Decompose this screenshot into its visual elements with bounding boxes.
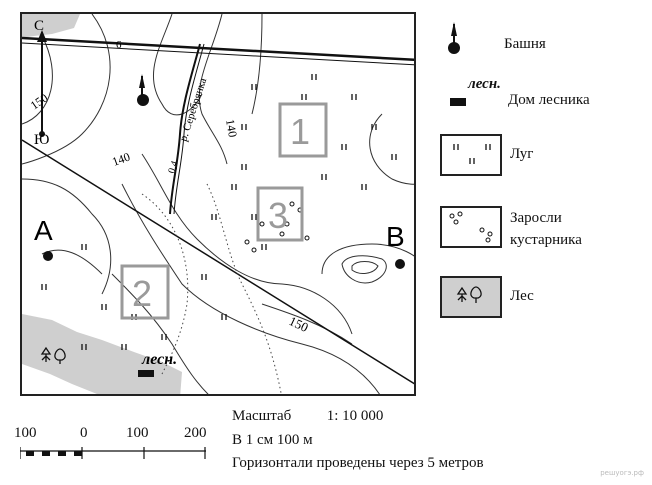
road — [22, 36, 414, 62]
topographic-map: С Ю 6 р. Серебрянка 0,4 150 140 140 150 … — [20, 12, 416, 396]
point-b-label: В — [386, 221, 405, 252]
scale-ratio: 1: 10 000 — [326, 408, 384, 424]
forest-symbol — [40, 346, 66, 364]
area-label-3: 3 — [268, 195, 288, 236]
compass — [37, 30, 47, 137]
point-a-label: А — [34, 215, 53, 246]
north-label: С — [34, 18, 44, 34]
scale-tick-100: 100 — [126, 425, 149, 441]
contour-label-150-top: 150 — [28, 91, 51, 113]
legend-tower-label: Башня — [504, 36, 546, 52]
tower-icon — [448, 22, 460, 54]
watermark: решуогэ.рф — [600, 469, 644, 477]
legend-forester-sample: лесн. — [468, 76, 501, 92]
legend-meadow-label: Луг — [510, 146, 534, 162]
scale-title-label: Масштаб — [232, 408, 292, 424]
scale-contour-text: Горизонтали проведены через 5 метров — [232, 455, 484, 471]
contour-label-150-bottom: 150 — [287, 313, 311, 335]
forest-patch-top-left — [22, 14, 80, 38]
point-b-marker — [395, 259, 405, 269]
straight-line — [22, 139, 414, 385]
contour-label-140-river: 140 — [223, 118, 240, 138]
contour-lines — [22, 14, 414, 394]
legend-forest-label: Лес — [510, 288, 534, 304]
area-box-1 — [278, 102, 328, 158]
legend-forester-label: Дом лесника — [508, 92, 590, 108]
legend-shrubs-label-2: кустарника — [510, 232, 582, 248]
scale-ruler — [20, 447, 206, 459]
contour-label-140-left: 140 — [110, 150, 132, 169]
scale-tick-100-left: 100 — [14, 425, 37, 441]
area-box-2 — [120, 264, 170, 320]
forester-house-icon — [450, 98, 466, 106]
south-label: Ю — [34, 132, 49, 148]
forester-label: лесн. — [141, 351, 177, 368]
area-label-2: 2 — [132, 273, 152, 314]
scale-cm-text: В 1 см 100 м — [232, 432, 313, 448]
legend: Башня лесн. Дом лесника Луг Заросли куст… — [430, 0, 652, 340]
shrubs-swatch — [440, 206, 502, 248]
meadow-marks — [41, 74, 397, 350]
river-flow: 0,4 — [166, 160, 180, 175]
scale-title: Масштаб 1: 10 000 — [232, 408, 383, 425]
forest-swatch — [440, 276, 502, 318]
legend-shrubs-label-1: Заросли — [510, 210, 562, 226]
tower-symbol — [137, 74, 149, 106]
forest-icon — [456, 286, 482, 303]
river — [169, 43, 201, 215]
area-box-3 — [256, 186, 304, 242]
forester-house — [138, 370, 154, 377]
point-a-marker — [43, 251, 53, 261]
area-label-1: 1 — [290, 111, 310, 152]
scale-tick-200: 200 — [184, 425, 207, 441]
map-canvas: С Ю 6 р. Серебрянка 0,4 150 140 140 150 … — [22, 14, 414, 394]
scale-bar: 100 0 100 200 — [14, 425, 214, 465]
meadow-swatch — [440, 134, 502, 176]
road-number: 6 — [116, 39, 122, 51]
scale-tick-0: 0 — [80, 425, 88, 441]
